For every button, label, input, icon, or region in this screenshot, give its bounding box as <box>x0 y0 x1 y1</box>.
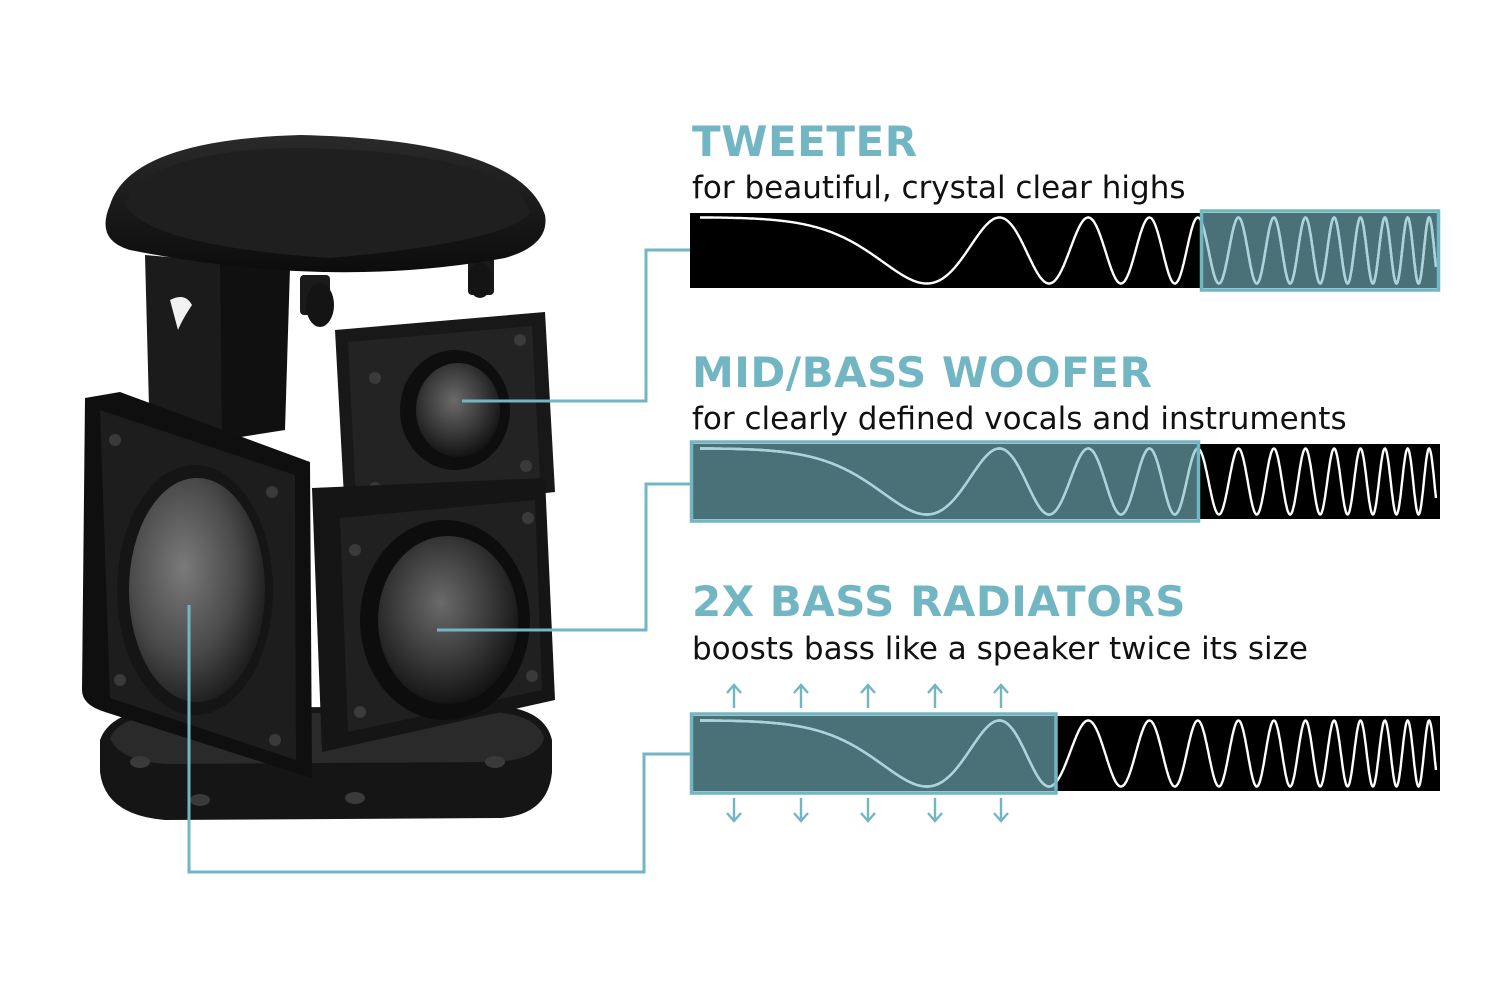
radiator-motion-arrows <box>726 683 1009 823</box>
tweeter-frequency-highlight <box>1200 213 1440 288</box>
radiator-connector <box>187 605 690 874</box>
woofer-title: MID/BASS WOOFER <box>692 348 1153 397</box>
arrow-up-icon <box>927 683 943 708</box>
woofer-highlight-border <box>689 440 1201 523</box>
radiator-waveform-strip <box>689 712 1440 795</box>
arrow-down-icon <box>793 798 809 823</box>
radiator-waveform-highlighted <box>700 719 1058 788</box>
arrow-up-icon <box>993 683 1009 708</box>
arrow-up-icon <box>726 683 742 708</box>
arrow-down-icon <box>927 798 943 823</box>
arrow-up-icon <box>793 683 809 708</box>
waveform-strips <box>689 209 1441 795</box>
tweeter-waveform-highlighted <box>1200 215 1438 285</box>
bass-radiator-left <box>82 392 312 778</box>
woofer-driver <box>312 478 555 752</box>
arrow-down-icon <box>860 798 876 823</box>
radiator-frequency-highlight <box>690 716 1058 791</box>
tweeter-waveform-strip <box>690 209 1441 292</box>
connector-lines <box>187 248 690 874</box>
radiator-title: 2X BASS RADIATORS <box>692 577 1187 626</box>
tweeter-connector <box>462 248 690 403</box>
tweeter-driver <box>335 312 555 515</box>
speaker-illustration <box>82 135 555 820</box>
arrow-up-icon <box>860 683 876 708</box>
speaker-top-lid <box>105 135 546 327</box>
tweeter-subtitle: for beautiful, crystal clear highs <box>692 170 1186 206</box>
woofer-waveform-highlighted <box>700 447 1200 516</box>
radiator-highlight-border <box>689 712 1058 795</box>
tweeter-title: TWEETER <box>692 117 918 166</box>
arrow-down-icon <box>726 798 742 823</box>
arrow-down-icon <box>993 798 1009 823</box>
woofer-waveform-strip <box>689 440 1440 523</box>
woofer-subtitle: for clearly defined vocals and instrumen… <box>692 401 1347 437</box>
tweeter-highlight-border <box>1199 209 1441 292</box>
woofer-connector <box>437 482 690 632</box>
radiator-subtitle: boosts bass like a speaker twice its siz… <box>692 631 1308 667</box>
